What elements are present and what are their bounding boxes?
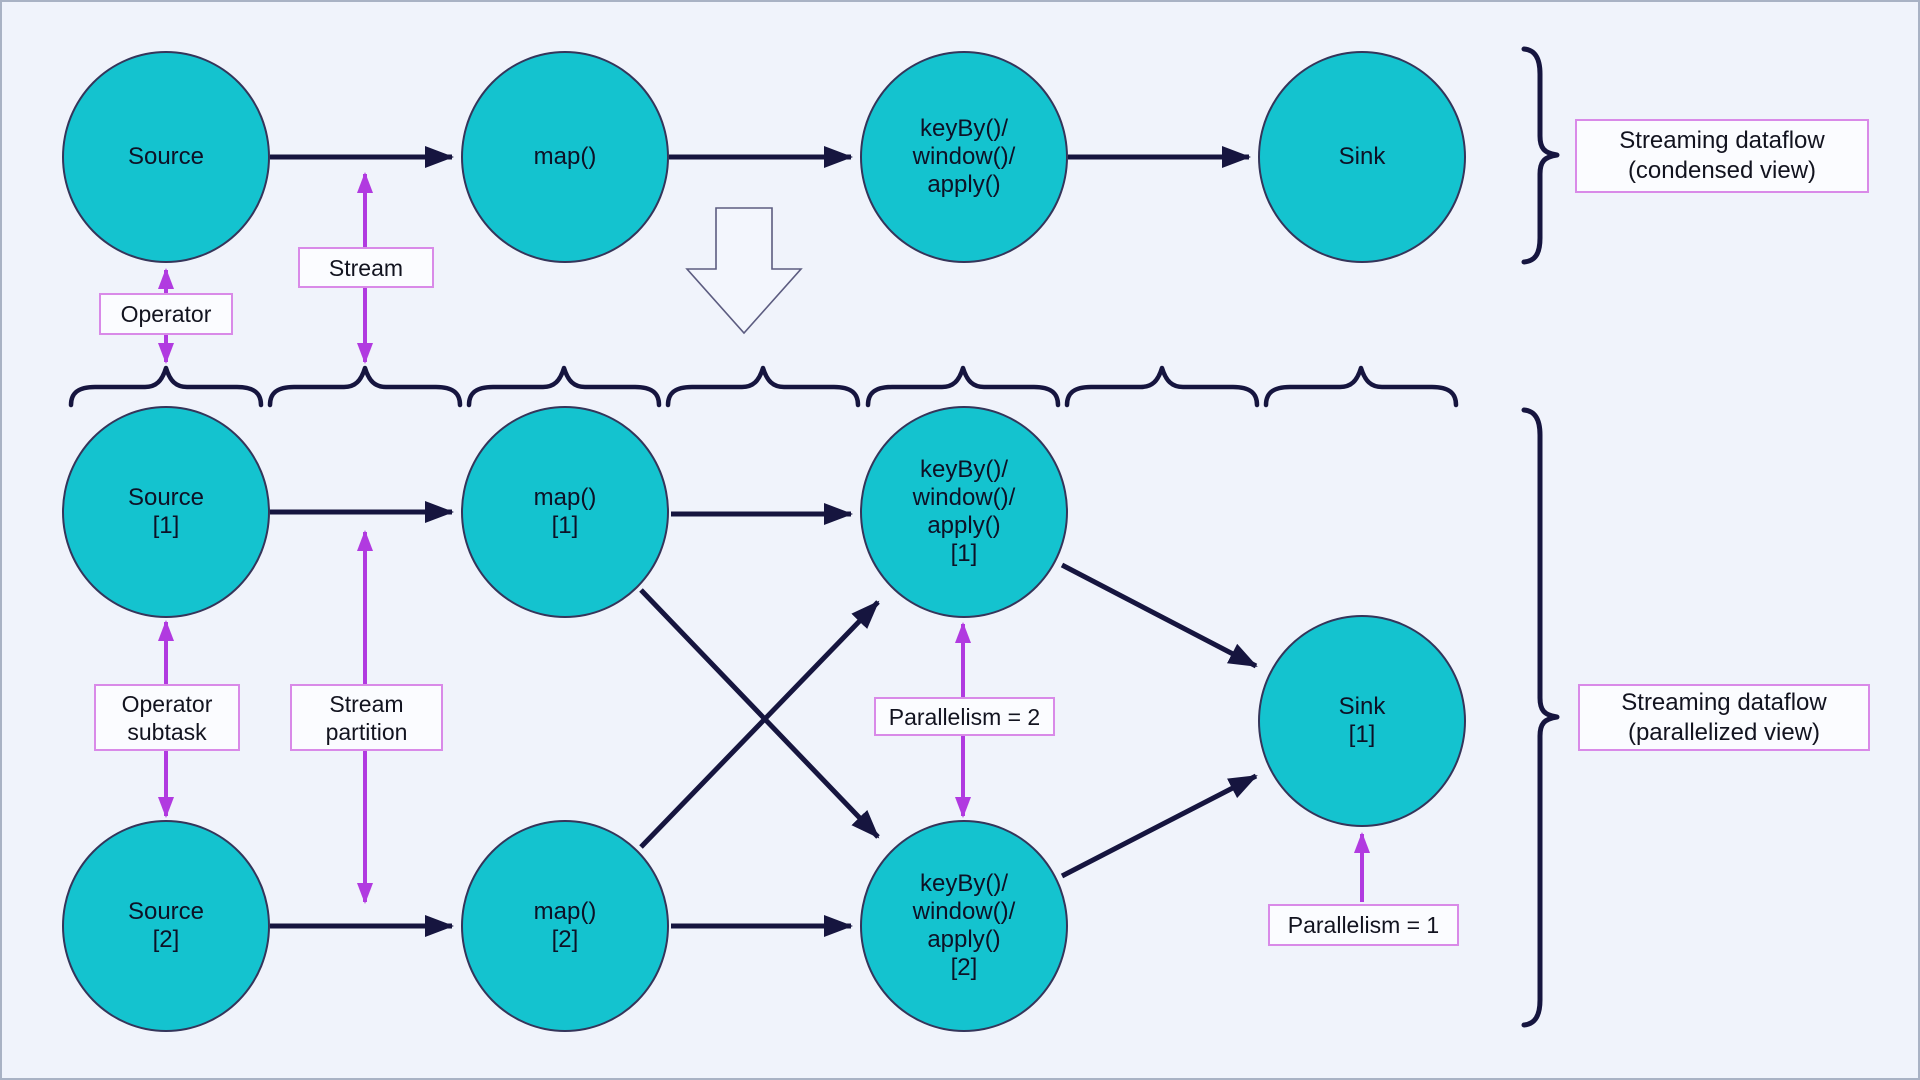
operator-label: Operator — [99, 293, 233, 335]
arrow-map1-to-keyby2 — [639, 588, 880, 839]
node-map: map() — [461, 51, 669, 263]
node-source-2: Source [2] — [62, 820, 270, 1032]
node-keyby-1: keyBy()/ window()/ apply() [1] — [860, 406, 1068, 618]
parallelized-view-label: Streaming dataflow (parallelized view) — [1578, 684, 1870, 751]
brace-operator-subtasks-1 — [68, 365, 264, 408]
operator-subtask-label: Operator subtask — [94, 684, 240, 751]
arrow-keyby2-to-sink1 — [1060, 773, 1258, 879]
brace-operator-subtasks-2 — [466, 365, 662, 408]
brace-operator-subtasks-3 — [865, 365, 1061, 408]
arrow-keyby1-to-sink1 — [1060, 562, 1258, 669]
node-keyby-2: keyBy()/ window()/ apply() [2] — [860, 820, 1068, 1032]
condensed-view-label: Streaming dataflow (condensed view) — [1575, 119, 1869, 193]
down-arrow-icon — [685, 207, 803, 335]
brace-stream-partitions-1 — [267, 365, 463, 408]
brace-operator-subtasks-4 — [1263, 365, 1459, 408]
arrow-map2-to-keyby1 — [639, 600, 880, 849]
node-sink-1: Sink [1] — [1258, 615, 1466, 827]
stream-label: Stream — [298, 247, 434, 288]
node-sink: Sink — [1258, 51, 1466, 263]
node-source-1: Source [1] — [62, 406, 270, 618]
brace-parallelized-view — [1521, 407, 1560, 1028]
parallelism-1-label: Parallelism = 1 — [1268, 904, 1459, 946]
brace-stream-partitions-2 — [665, 365, 861, 408]
parallelism-2-label: Parallelism = 2 — [874, 697, 1055, 736]
brace-condensed-view — [1521, 46, 1560, 265]
brace-stream-partitions-3 — [1064, 365, 1260, 408]
node-map-2: map() [2] — [461, 820, 669, 1032]
stream-partition-label: Stream partition — [290, 684, 443, 751]
node-map-1: map() [1] — [461, 406, 669, 618]
node-keyby: keyBy()/ window()/ apply() — [860, 51, 1068, 263]
node-source: Source — [62, 51, 270, 263]
